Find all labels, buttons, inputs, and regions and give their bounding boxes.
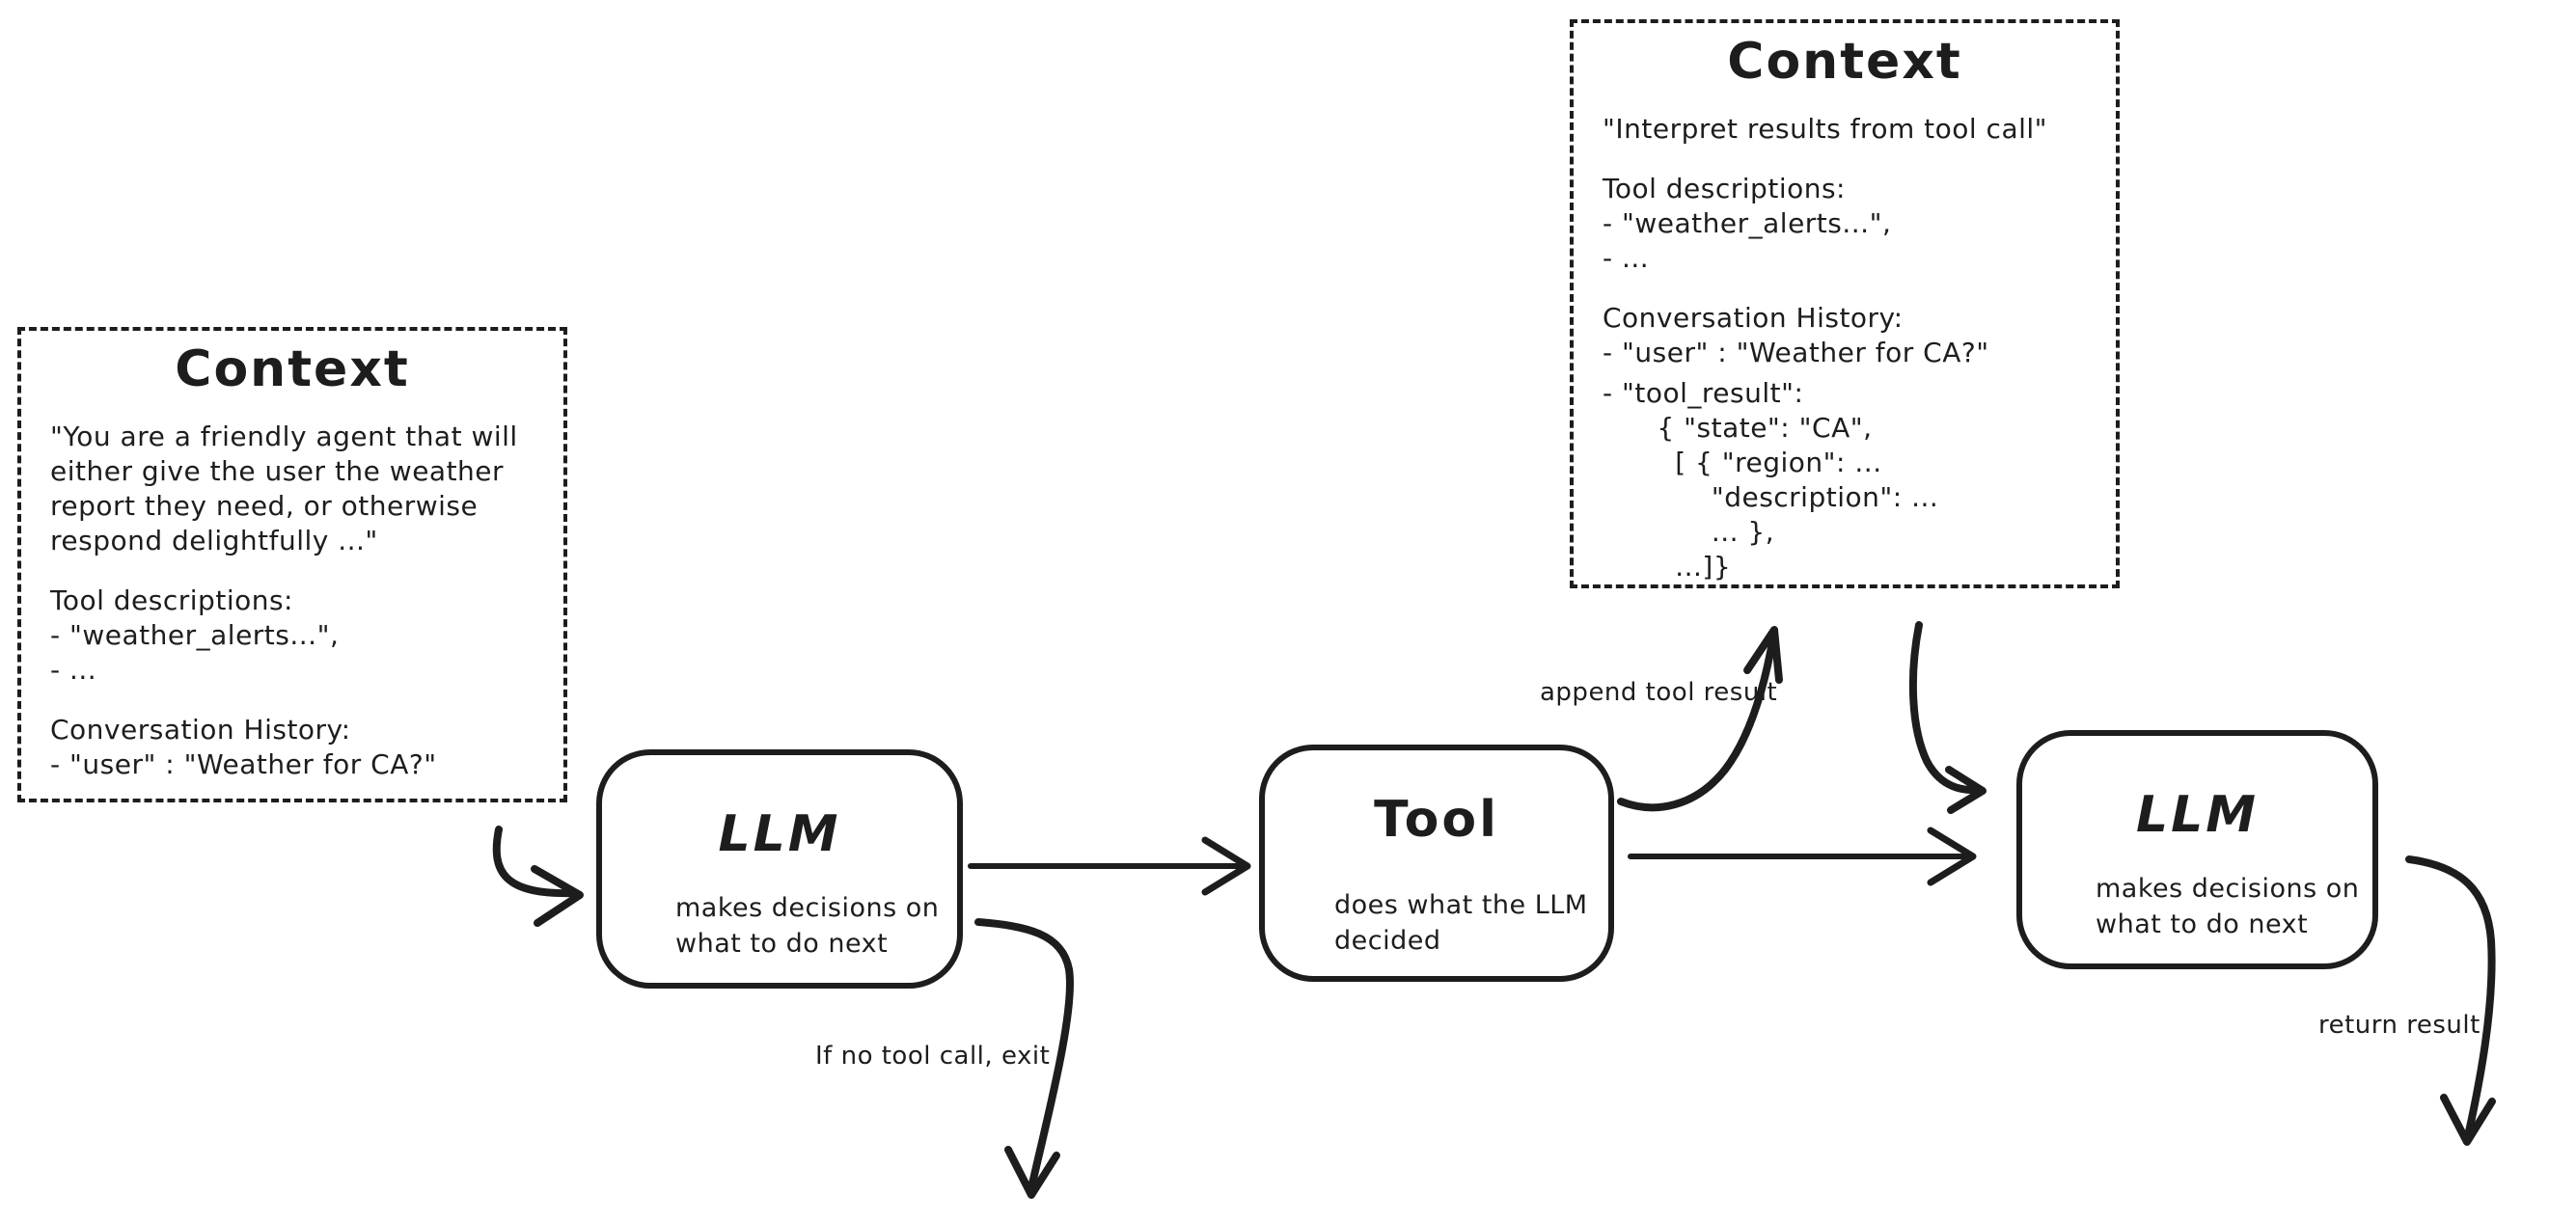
llm-node-2: LLM makes decisions on what to do next <box>2016 730 2378 969</box>
llm-node-1-title: LLM <box>718 805 841 863</box>
llm-node-1: LLM makes decisions on what to do next <box>596 749 963 989</box>
tool-result-json-text: - "tool_result": { "state": "CA", [ { "r… <box>1603 377 1939 583</box>
conversation-history-text: Conversation History: - "user" : "Weathe… <box>50 714 437 780</box>
tool-node: Tool does what the LLM decided <box>1259 745 1614 982</box>
edge-label-return-result: return result <box>2318 1011 2480 1040</box>
context-box-after-tool-title: Context <box>1727 33 1962 91</box>
context-box-initial: Context "You are a friendly agent that w… <box>17 327 567 802</box>
arrow-tool-to-llm2 <box>1628 827 1977 886</box>
tool-node-subtitle: does what the LLM decided <box>1334 890 1588 956</box>
edge-label-no-tool-call-exit: If no tool call, exit <box>815 1042 1051 1071</box>
arrow-llm1-to-tool <box>968 836 1251 896</box>
llm-node-1-subtitle: makes decisions on what to do next <box>675 893 940 959</box>
system-prompt-text: "You are a friendly agent that will eith… <box>50 421 518 556</box>
tool-node-title: Tool <box>1374 791 1499 849</box>
llm-node-2-subtitle: makes decisions on what to do next <box>2096 874 2360 939</box>
edge-label-append-tool-result: append tool result <box>1540 678 1778 707</box>
context-box-after-tool: Context "Interpret results from tool cal… <box>1570 19 2120 588</box>
interpret-instruction-text: "Interpret results from tool call" <box>1603 113 2048 145</box>
tool-descriptions-text: Tool descriptions: - "weather_alerts..."… <box>1603 173 1892 274</box>
arrow-context-to-llm2 <box>1908 621 1987 814</box>
arrow-context-to-llm1 <box>492 826 584 927</box>
arrow-llm2-return <box>2405 855 2496 1146</box>
tool-descriptions-text: Tool descriptions: - "weather_alerts..."… <box>50 584 340 686</box>
conversation-history-text: Conversation History: - "user" : "Weathe… <box>1603 302 1989 368</box>
arrow-tool-to-context <box>1617 626 1783 812</box>
context-box-initial-title: Context <box>175 340 410 398</box>
arrow-llm1-exit <box>974 918 1074 1199</box>
llm-node-2-title: LLM <box>2135 786 2259 844</box>
